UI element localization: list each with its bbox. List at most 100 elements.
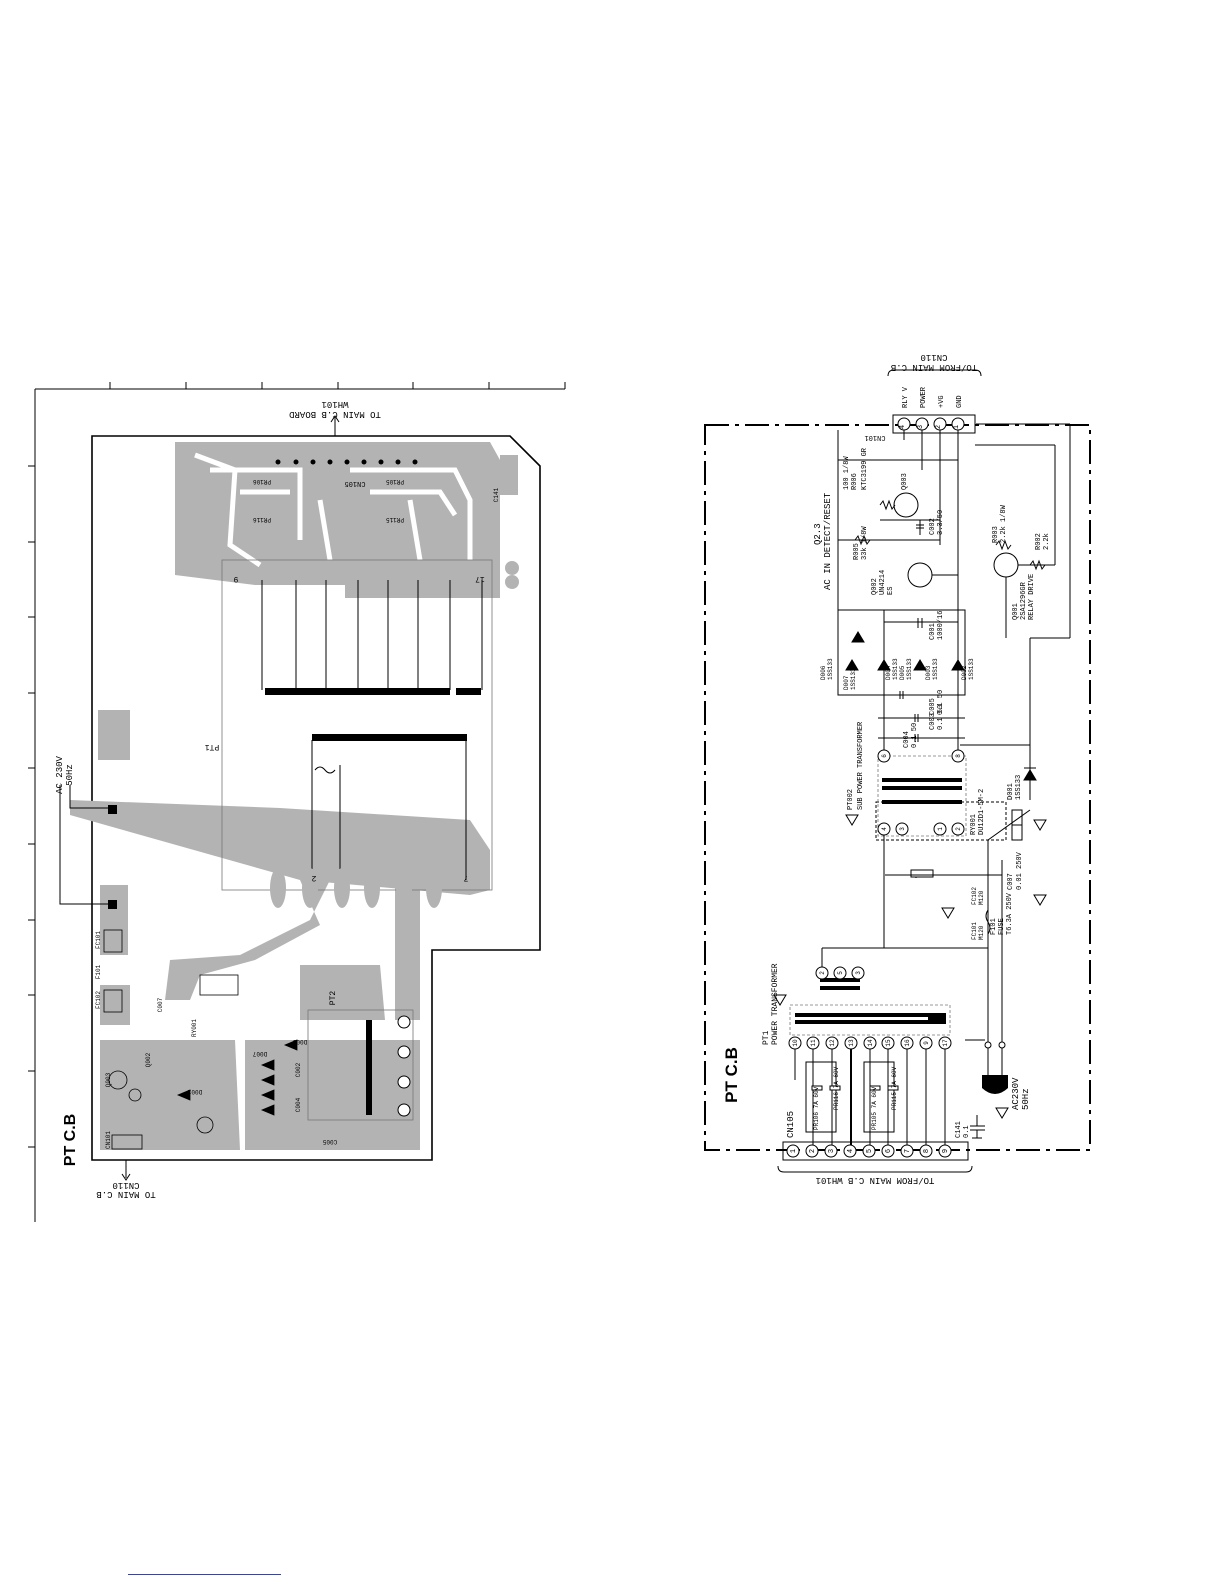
pcb-fc102: FC102 [95,991,102,1009]
pcb-pr105: PR105 [386,478,404,485]
sch-d003-val: 1SS133 [932,658,939,680]
pt1-secondary-wires [794,1049,946,1145]
sch-c141: C141 [955,1121,963,1138]
pt1-footprint [221,559,493,891]
sch-fc101-val: M120 [978,925,985,940]
ac-input-pad-1 [108,805,117,814]
pcb-ry001: RY001 [191,1019,198,1037]
sch-d007-val: 1SS133 [850,668,857,690]
pt1-pri-pin-3: 3 [855,971,862,975]
sch-r005-val: 33k 1/8W [861,526,869,560]
pt1-primary-pads [270,868,442,908]
sch-d003: D003 [925,665,932,680]
sch-d006-val: 1SS133 [827,658,834,680]
cn101-pin-2-name: +VG [938,395,946,408]
sch-fc102: FC102 [971,887,978,905]
pcb-pr115: PR115 [386,516,404,523]
sch-ry001-part: DU12D1-5M-2 [978,789,986,835]
pt1-pri-pin-5: 5 [837,971,844,975]
ac-input-pad-2 [108,900,117,909]
cn105-connector [777,1141,973,1173]
sch-r006-val: 100 1/8W [843,456,851,490]
to-main-board-arrow [330,415,340,436]
sch-c003: C003 [929,713,937,730]
sch-q003-part: KTC3199 GR [861,447,869,490]
pcb-c005: C005 [322,1138,337,1145]
pcb-to-main-cn: TO MAIN C.B [96,1189,156,1199]
pcb-q003: Q003 [105,1072,112,1087]
cn101-pin-3-num: 3 [917,425,925,429]
sch-d007: D007 [843,675,850,690]
primary-circuit [821,801,1031,967]
cn101-pin-1-num: 1 [953,425,961,429]
sch-c002-val: 3.3/50 [937,510,945,535]
pt1-pin-15: 15 [885,1039,892,1047]
sch-r003-val: 2.2k 1/8W [1000,504,1008,543]
sch-q001: Q001 [1012,603,1020,620]
sch-c005: C005 [929,698,937,715]
pt1-transformer [788,966,952,1050]
pcb-pin2: 2 [311,873,316,882]
pcb-pr116: PR116 [253,516,271,523]
cn105-pin-7: 7 [904,1149,912,1153]
sch-c004: C004 [903,731,911,748]
sch-d005: D005 [899,665,906,680]
sch-bottom-label: TO/FROM MAIN C.B WH101 [816,1175,935,1185]
pcb-pt2: PT2 [329,991,338,1006]
sch-pt1-name: POWER TRANSFORMER [771,963,780,1045]
pcb-c004: C004 [295,1097,302,1112]
sch-detect-sub: Q2.3 [813,523,823,545]
sch-q002: Q002 [871,578,879,595]
pt1-pin-12: 12 [829,1039,836,1047]
cn105-pads [275,459,519,589]
to-main-cn-arrow [121,1160,131,1181]
pcb-pin17: 17 [475,574,485,583]
sch-d005-val: 1SS133 [906,658,913,680]
pcb-pin9: 9 [233,574,238,583]
pt1-pin-9: 9 [923,1041,930,1045]
sch-c005-val: 0.1 50 [937,690,945,715]
sch-c003-val: 0.1 50 [937,705,945,730]
pcb-c002: C002 [295,1062,302,1077]
pcb-labels: PT C.B TO MAIN C.B BOARD WH101 TO MAIN C… [55,399,500,1199]
sch-r006: R006 [851,473,859,490]
cn101-pin-4-num: 4 [899,425,907,429]
sch-title: PT C.B [722,1047,741,1103]
ac-input-wire [59,785,112,905]
sch-q001-desc: RELAY DRIVE [1028,574,1036,620]
sch-c001-val: 1000/16 [937,611,945,640]
pcb-fc101: FC101 [95,931,102,949]
footer-link-underline[interactable] [128,1574,281,1575]
control-section [838,423,1071,639]
cn105-pin-3: 3 [828,1149,836,1153]
pcb-pin7: 7 [463,873,468,882]
pcb-d005: D005 [292,1038,307,1045]
sch-ry001: RY001 [970,814,978,835]
cn101-pin-2-num: 2 [935,425,943,429]
sch-d004: D004 [885,665,892,680]
sch-pr115: PR115 7A 60V [891,1066,898,1110]
pt1-pin-10: 10 [792,1039,799,1047]
pcb-outline [91,435,541,1161]
pt1-pin-11: 11 [810,1039,817,1047]
pcb-pr106: PR106 [253,478,271,485]
pcb-frame [28,382,566,1222]
pt1-pin-16: 16 [904,1039,911,1047]
sch-detect-title: AC IN DETECT/RESET [823,492,833,590]
schematic-labels: PT C.B TO/FROM MAIN C.B CN110 CN101 4 3 … [722,352,1051,1185]
sch-c007-val: 0.01 250V [1016,851,1024,890]
cn105-pin-8: 8 [923,1149,931,1153]
sch-pt1-ref: PT1 [762,1030,771,1045]
cn105-pin-5: 5 [866,1149,874,1153]
pcb-ac-freq: 50Hz [65,764,75,786]
pcb-q002: Q002 [145,1052,152,1067]
pcb-to-main-cn-sub: CN110 [112,1180,139,1190]
sch-pt002-name: SUB POWER TRANSFORMER [857,721,865,810]
pt002-pin-2: 2 [955,827,962,831]
sch-cn105: CN105 [786,1111,796,1138]
pcb-pt1: PT1 [205,742,220,751]
pt002-pin-8: 8 [955,754,962,758]
pt1-pri-pin-2: 2 [819,971,826,975]
pcb-to-main-board: TO MAIN C.B BOARD [289,409,381,419]
